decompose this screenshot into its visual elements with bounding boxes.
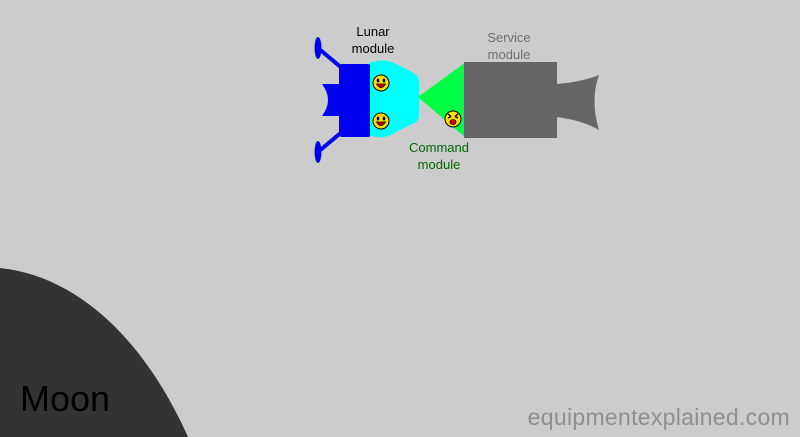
lunar-module-descent-stage: [339, 64, 371, 137]
moon-label: Moon: [20, 378, 111, 419]
lunar-module-engine-nozzle: [322, 84, 343, 116]
command-module-label: Command module: [409, 140, 469, 172]
service-module-engine-bell: [556, 75, 599, 130]
landing-pad-lower: [314, 141, 322, 163]
watermark: equipmentexplained.com: [527, 404, 790, 430]
moon-surface: [0, 268, 188, 437]
lunar-module-label: Lunar module: [351, 24, 395, 56]
astronaut-face: [444, 110, 462, 128]
astronaut-face: [372, 112, 390, 130]
lunar-module-legs: [314, 37, 345, 163]
service-module: [464, 62, 599, 138]
astronaut-face: [372, 74, 390, 92]
service-module-body: [464, 62, 557, 138]
service-module-label: Service module: [487, 30, 531, 62]
landing-leg-upper: [316, 46, 345, 71]
landing-leg-lower: [316, 129, 345, 154]
landing-pad-upper: [314, 37, 322, 59]
